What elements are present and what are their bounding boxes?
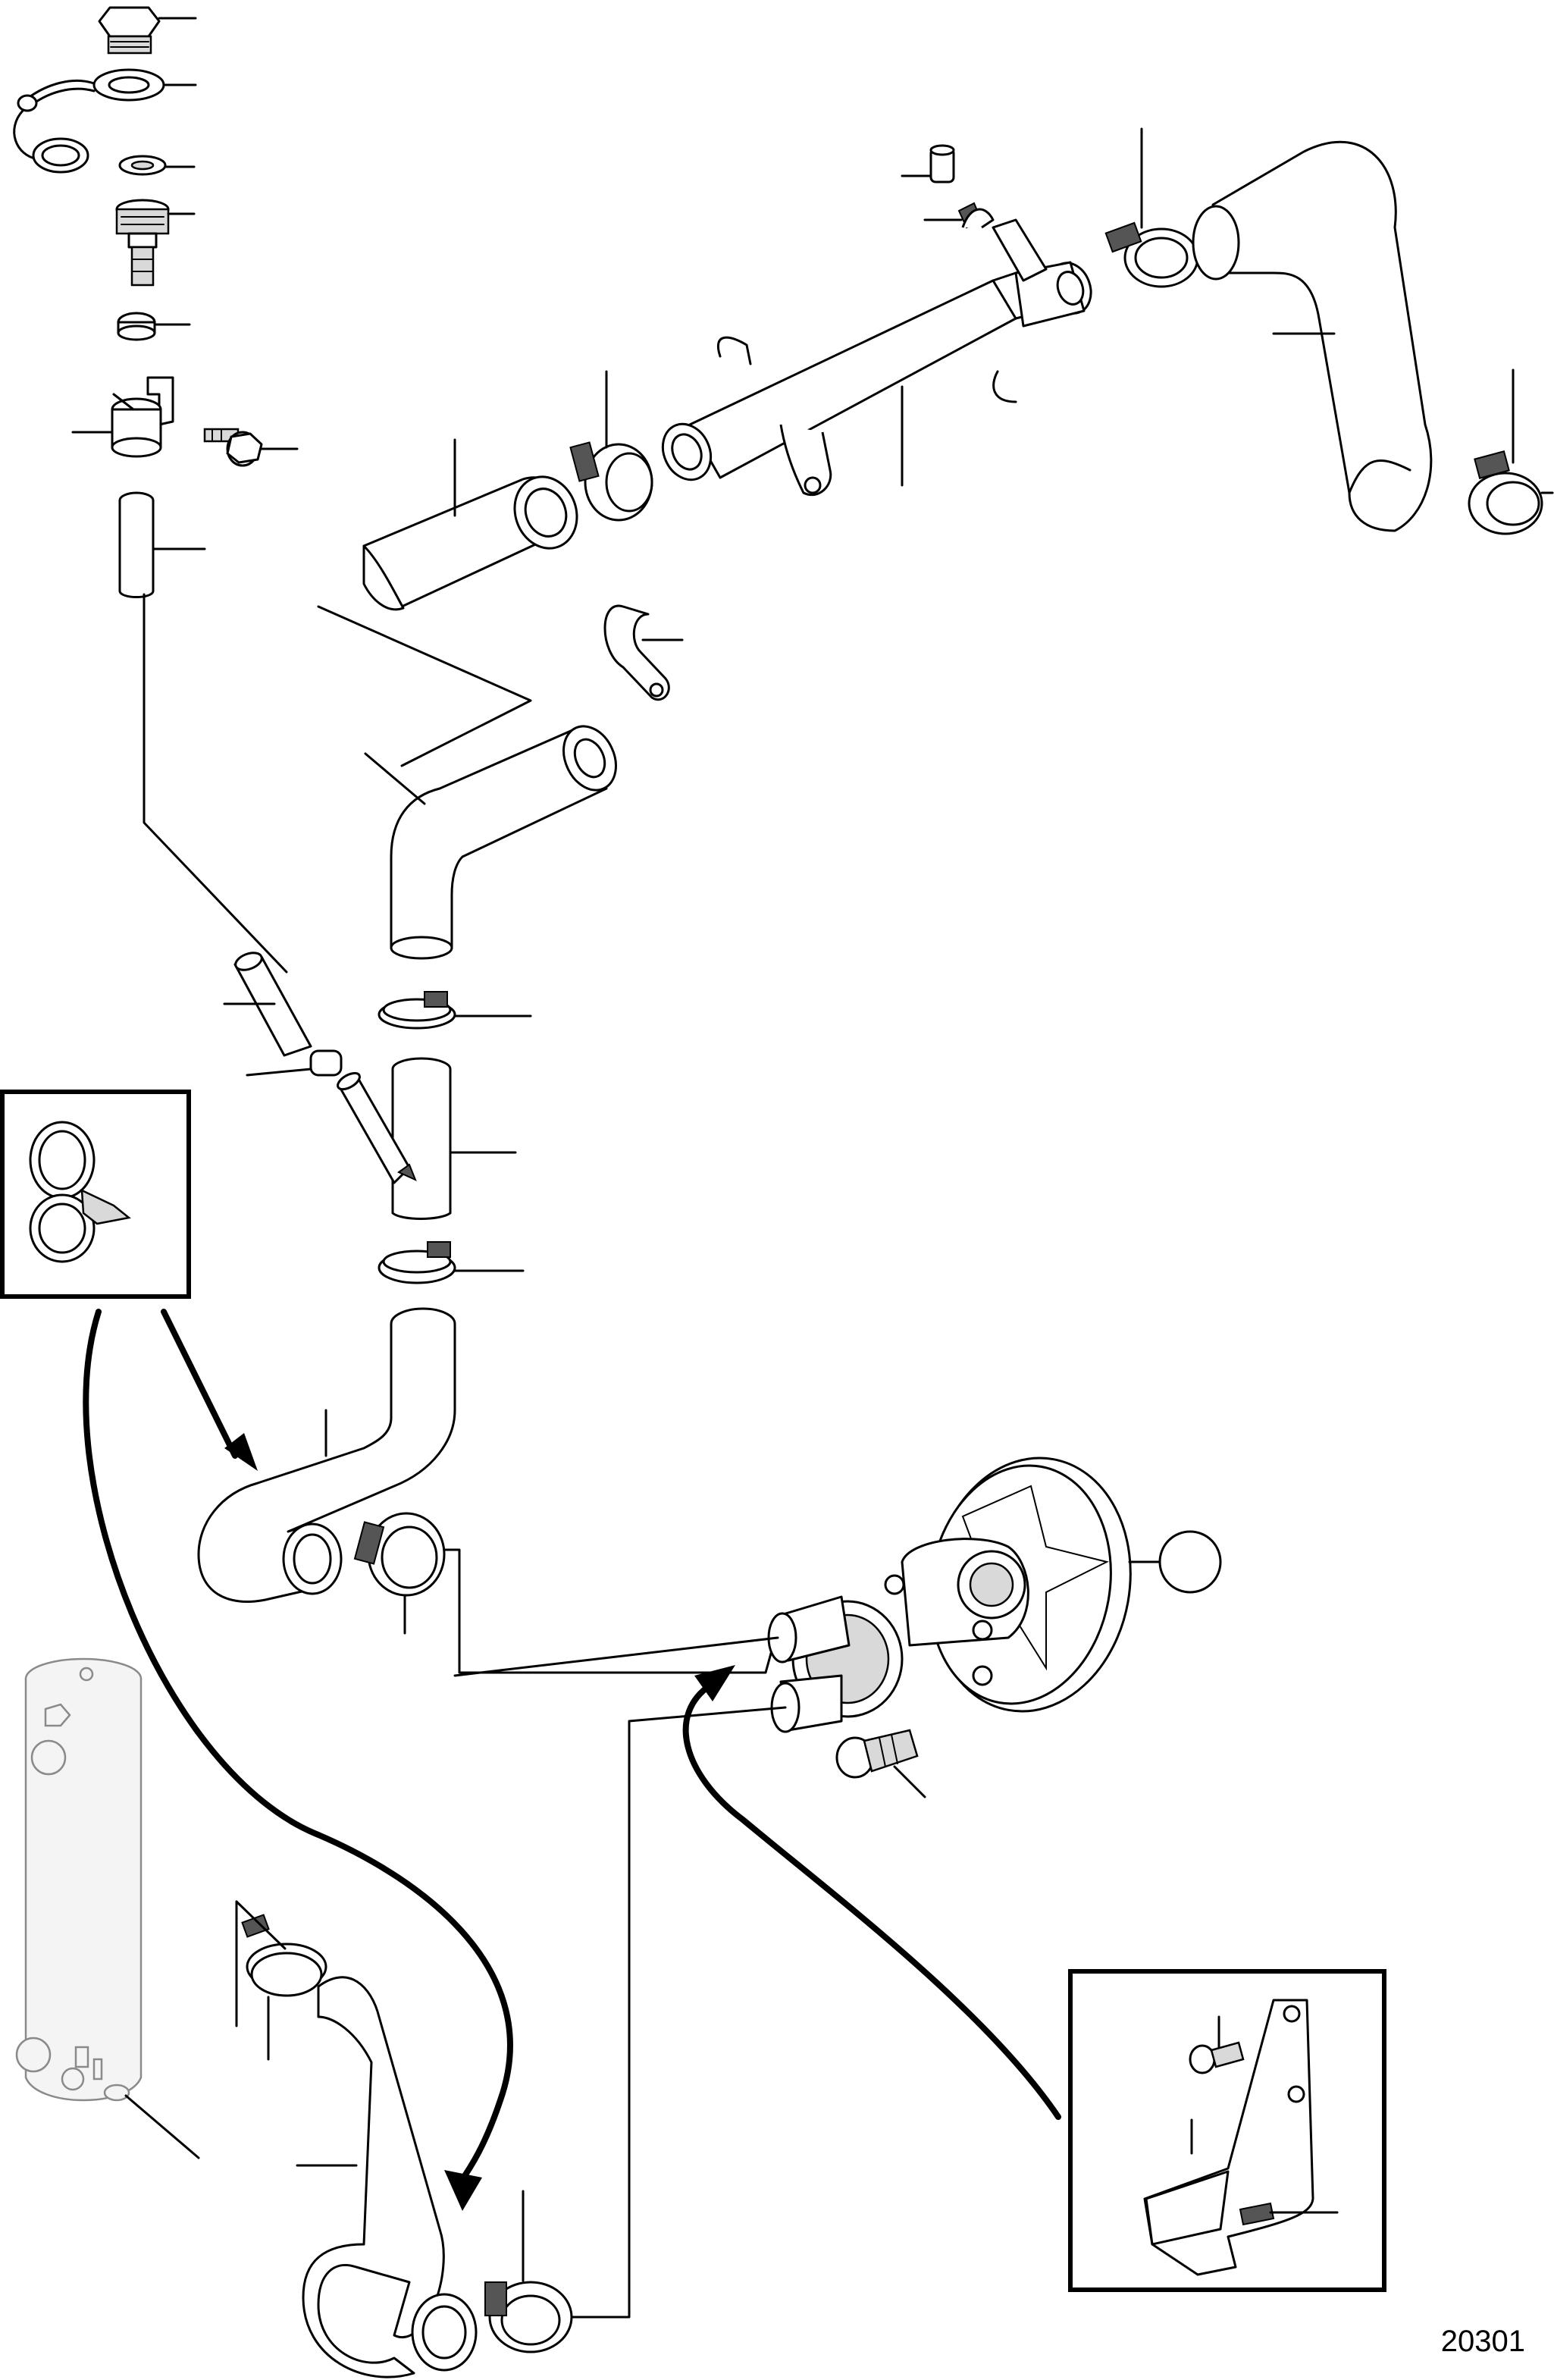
heat-exchanger-reference	[15, 1657, 200, 2159]
hose-support-bracket-inset	[1068, 1969, 1386, 2292]
small-clip-part	[246, 1049, 343, 1077]
lower-s-hose-part	[235, 1900, 478, 2378]
drain-hose-part	[118, 491, 288, 974]
hose-clamp-far-right-part	[1468, 368, 1554, 535]
small-hose-clip-part	[117, 312, 191, 341]
outlet-hose-part	[1192, 141, 1433, 532]
hose-clamp-bottom-part	[484, 1706, 787, 2353]
hose-clamp-y-lower-part	[378, 1241, 525, 1284]
seawater-pump-part	[453, 1457, 1132, 1733]
hose-clamp-lower-part	[353, 1512, 779, 1674]
drain-nipple-part	[115, 199, 196, 287]
bent-hose-part	[364, 725, 617, 960]
pump-reference-circle	[1128, 1530, 1222, 1594]
p-clamp-part	[603, 604, 684, 701]
straight-hose-part	[317, 438, 578, 767]
pump-screw-part	[835, 1729, 926, 1798]
distribution-pipe-part	[661, 218, 1092, 497]
double-clip-inset	[0, 1090, 191, 1299]
nipple-bracket-part	[71, 376, 174, 458]
figure-number: 20301	[1440, 2325, 1525, 2358]
sealing-washer-part	[118, 155, 196, 176]
bracket-screw-part	[203, 428, 299, 467]
small-fittings-part	[901, 144, 995, 229]
hose-clamp-upper-part	[569, 370, 653, 522]
small-connecting-hose-part	[223, 952, 312, 1057]
hose-clamp-right-part	[1104, 127, 1199, 288]
flow-arrows	[83, 1309, 1061, 2211]
plug-retaining-strap-part	[13, 68, 197, 174]
lower-bent-hose-part	[197, 1307, 456, 1603]
y-branch-pipe-part	[337, 1057, 517, 1220]
hose-clamp-y-upper-part	[378, 991, 532, 1030]
drain-plug-part	[98, 6, 197, 55]
